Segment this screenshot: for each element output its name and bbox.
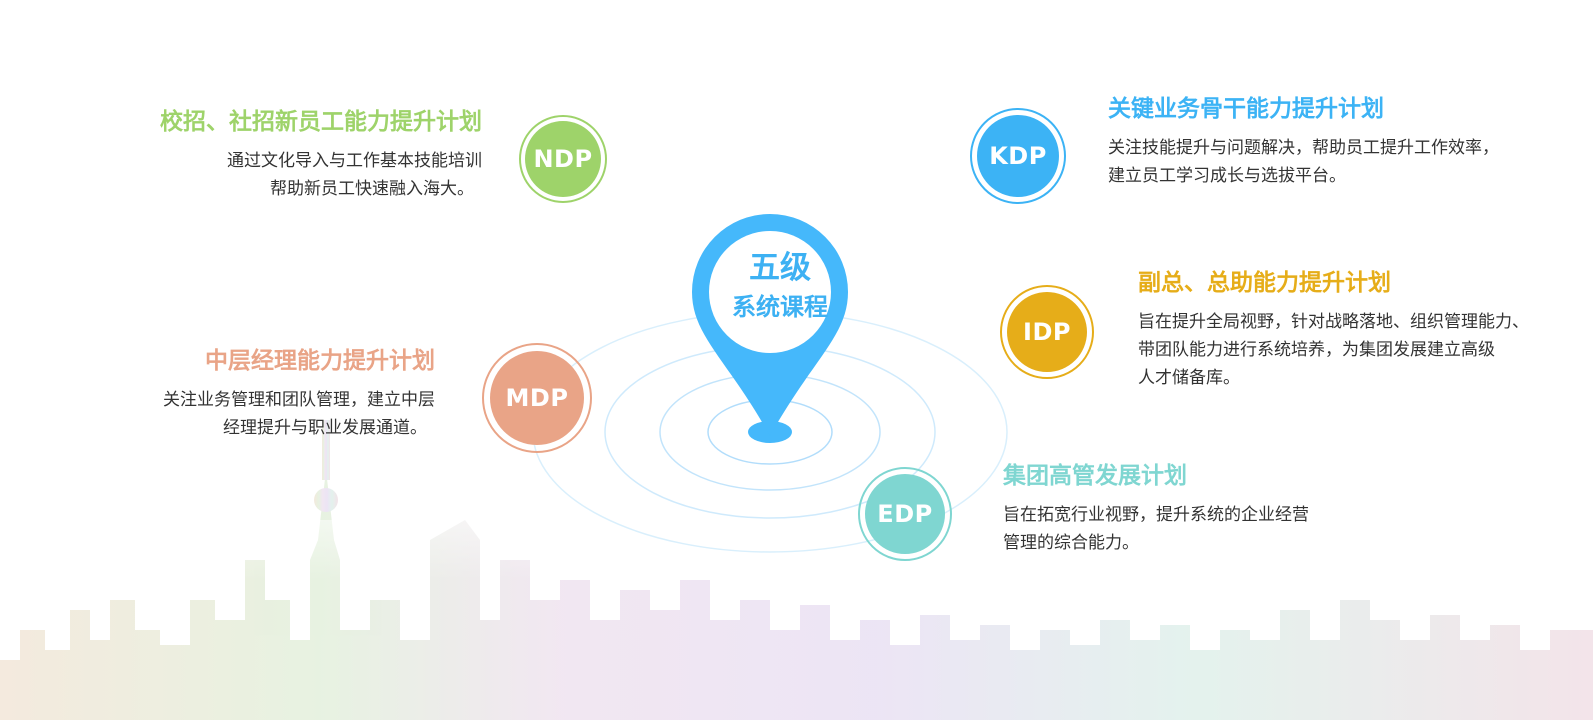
center-title-line2: 系统课程 [732, 293, 828, 321]
ndp-title: 校招、社招新员工能力提升计划 [160, 109, 482, 135]
idp-desc-line: 人才储备库。 [1138, 368, 1240, 388]
kdp-description: 关注技能提升与问题解决，帮助员工提升工作效率， 建立员工学习成长与选拔平台。 [1108, 134, 1499, 190]
idp-badge-label: IDP [1007, 292, 1087, 372]
idp-description: 旨在提升全局视野，针对战略落地、组织管理能力、 带团队能力进行系统培养，为集团发… [1138, 308, 1529, 392]
kdp-desc-line: 关注技能提升与问题解决，帮助员工提升工作效率， [1108, 138, 1499, 158]
edp-badge: EDP [858, 467, 952, 561]
mdp-badge: MDP [482, 343, 592, 453]
edp-badge-label: EDP [865, 474, 945, 554]
edp-block: 集团高管发展计划 旨在拓宽行业视野，提升系统的企业经营 管理的综合能力。 [1003, 461, 1309, 557]
ndp-badge-label: NDP [525, 121, 601, 197]
idp-block: 副总、总助能力提升计划 旨在提升全局视野，针对战略落地、组织管理能力、 带团队能… [1138, 268, 1529, 392]
edp-desc-line: 管理的综合能力。 [1003, 533, 1139, 553]
mdp-badge-label: MDP [490, 351, 584, 445]
ndp-desc-line: 帮助新员工快速融入海大。 [270, 179, 474, 199]
kdp-badge-label: KDP [977, 115, 1059, 197]
edp-title: 集团高管发展计划 [1003, 463, 1187, 489]
edp-description: 旨在拓宽行业视野，提升系统的企业经营 管理的综合能力。 [1003, 501, 1309, 557]
edp-desc-line: 旨在拓宽行业视野，提升系统的企业经营 [1003, 505, 1309, 525]
mdp-desc-line: 经理提升与职业发展通道。 [223, 418, 427, 438]
mdp-desc-line: 关注业务管理和团队管理，建立中层 [163, 390, 435, 410]
mdp-description: 关注业务管理和团队管理，建立中层 经理提升与职业发展通道。 [163, 386, 435, 442]
ndp-badge: NDP [519, 115, 607, 203]
center-title-line1: 五级 [749, 250, 811, 286]
idp-title: 副总、总助能力提升计划 [1138, 270, 1391, 296]
idp-badge: IDP [1000, 285, 1094, 379]
kdp-badge: KDP [970, 108, 1066, 204]
mdp-title: 中层经理能力提升计划 [205, 348, 435, 374]
ndp-block: 校招、社招新员工能力提升计划 通过文化导入与工作基本技能培训 帮助新员工快速融入… [160, 107, 482, 203]
mdp-block: 中层经理能力提升计划 关注业务管理和团队管理，建立中层 经理提升与职业发展通道。 [163, 346, 435, 442]
kdp-title: 关键业务骨干能力提升计划 [1108, 96, 1384, 122]
kdp-block: 关键业务骨干能力提升计划 关注技能提升与问题解决，帮助员工提升工作效率， 建立员… [1108, 94, 1499, 190]
ndp-description: 通过文化导入与工作基本技能培训 帮助新员工快速融入海大。 [160, 147, 482, 203]
ndp-desc-line: 通过文化导入与工作基本技能培训 [227, 151, 482, 171]
kdp-desc-line: 建立员工学习成长与选拔平台。 [1108, 166, 1346, 186]
idp-desc-line: 旨在提升全局视野，针对战略落地、组织管理能力、 [1138, 312, 1529, 332]
idp-desc-line: 带团队能力进行系统培养，为集团发展建立高级 [1138, 340, 1495, 360]
